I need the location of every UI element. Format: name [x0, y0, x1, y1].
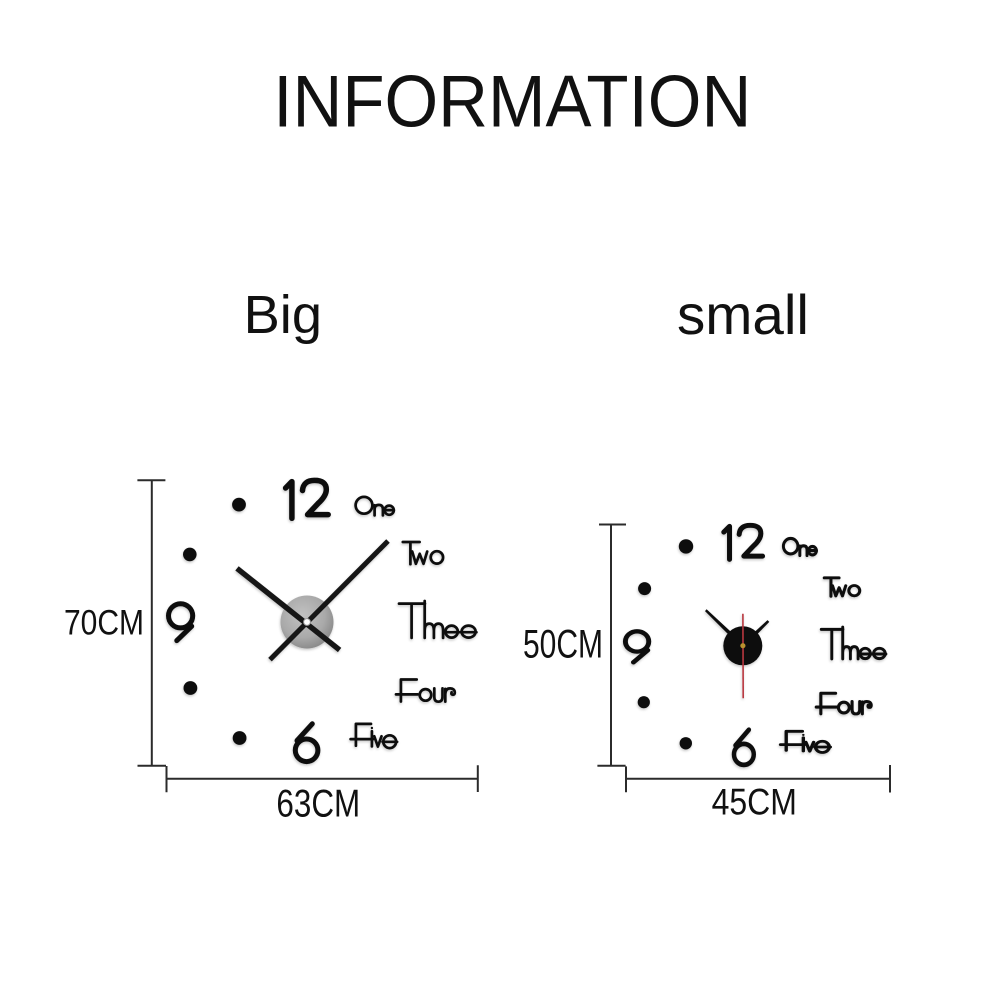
svg-text:50CM: 50CM [523, 623, 603, 667]
svg-text:small: small [677, 283, 809, 346]
svg-text:70CM: 70CM [64, 604, 144, 643]
svg-text:INFORMATION: INFORMATION [273, 62, 751, 143]
svg-text:45CM: 45CM [712, 782, 797, 823]
svg-text:63CM: 63CM [276, 783, 360, 826]
svg-text:Big: Big [244, 285, 322, 345]
